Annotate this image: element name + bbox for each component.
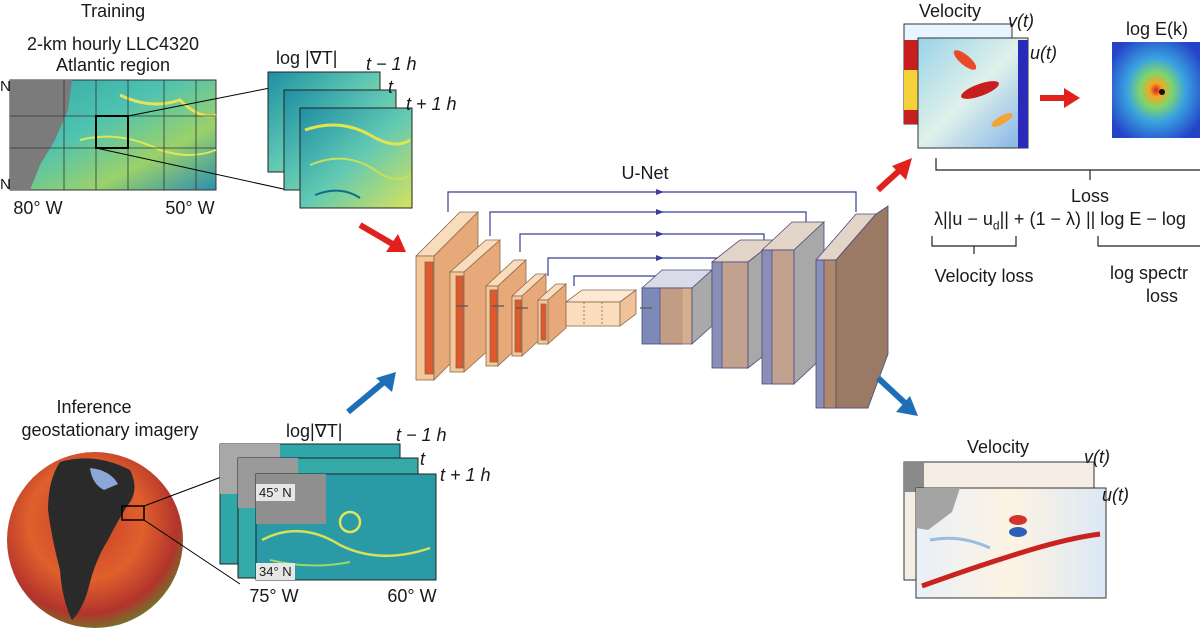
inference-velocity-label: Velocity (966, 437, 1030, 457)
training-title: Training (80, 1, 146, 21)
loss-title: Loss (1070, 186, 1110, 206)
spectral-loss-line2: loss (1146, 286, 1179, 306)
inference-frame-prev: t − 1 h (396, 425, 447, 445)
loss-formula-lambda: λ||u − u (934, 209, 993, 229)
energy-spectrum-panel (1112, 42, 1200, 138)
inference-v-label: v(t) (1084, 447, 1110, 467)
training-lat-bottom: N (0, 176, 11, 193)
training-stack-label: log |∇T| (276, 48, 338, 68)
inference-velocity-stack (903, 461, 1107, 599)
inference-lon-right: 60° W (387, 586, 437, 606)
training-dataset-line1: 2-km hourly LLC4320 (26, 34, 200, 54)
inference-u-label: u(t) (1102, 485, 1129, 505)
velocity-to-spectrum-arrow (1040, 88, 1080, 108)
inference-lat-south: 34° N (256, 563, 295, 580)
training-lon-left: 80° W (13, 198, 63, 218)
inference-title-line1: Inference (56, 397, 132, 417)
inference-stack-label: log|∇T| (286, 421, 343, 441)
inference-frame-now: t (420, 449, 426, 469)
inference-lon-left: 75° W (249, 586, 299, 606)
loss-formula: λ||u − ud|| + (1 − λ) || log E − log (934, 208, 1186, 237)
training-u-label: u(t) (1030, 43, 1057, 63)
training-map (9, 79, 289, 191)
spectrum-label: log E(k) (1126, 19, 1189, 39)
inference-globe (7, 452, 241, 628)
training-v-label: v(t) (1008, 11, 1034, 31)
inference-frame-next: t + 1 h (440, 465, 491, 485)
velocity-loss-label: Velocity loss (934, 266, 1034, 286)
unet-architecture (415, 189, 889, 409)
spectral-loss-line1: log spectr (1110, 263, 1189, 283)
training-crop-box (95, 115, 129, 149)
training-frame-next: t + 1 h (406, 94, 457, 114)
inference-title-line2: geostationary imagery (21, 420, 199, 440)
training-velocity-label: Velocity (918, 1, 982, 21)
loss-brackets (931, 158, 1200, 254)
training-to-unet-arrow (358, 222, 406, 252)
loss-formula-subscript: d (992, 218, 1000, 233)
inference-lat-north: 45° N (256, 484, 295, 501)
training-lat-top: N (0, 78, 11, 95)
training-lon-right: 50° W (165, 198, 215, 218)
loss-formula-rest: || + (1 − λ) || log E − log (999, 209, 1186, 229)
unet-to-velocity-arrow (875, 158, 912, 193)
training-velocity-stack (903, 23, 1029, 149)
training-frame-prev: t − 1 h (366, 54, 417, 74)
training-dataset-line2: Atlantic region (55, 55, 171, 75)
training-frame-now: t (388, 77, 394, 97)
unet-label: U-Net (621, 163, 669, 183)
inference-to-unet-arrow (346, 372, 396, 415)
unet-to-inference-velocity-arrow (875, 375, 918, 416)
training-input-stack (267, 71, 413, 209)
inference-input-stack (219, 443, 437, 581)
